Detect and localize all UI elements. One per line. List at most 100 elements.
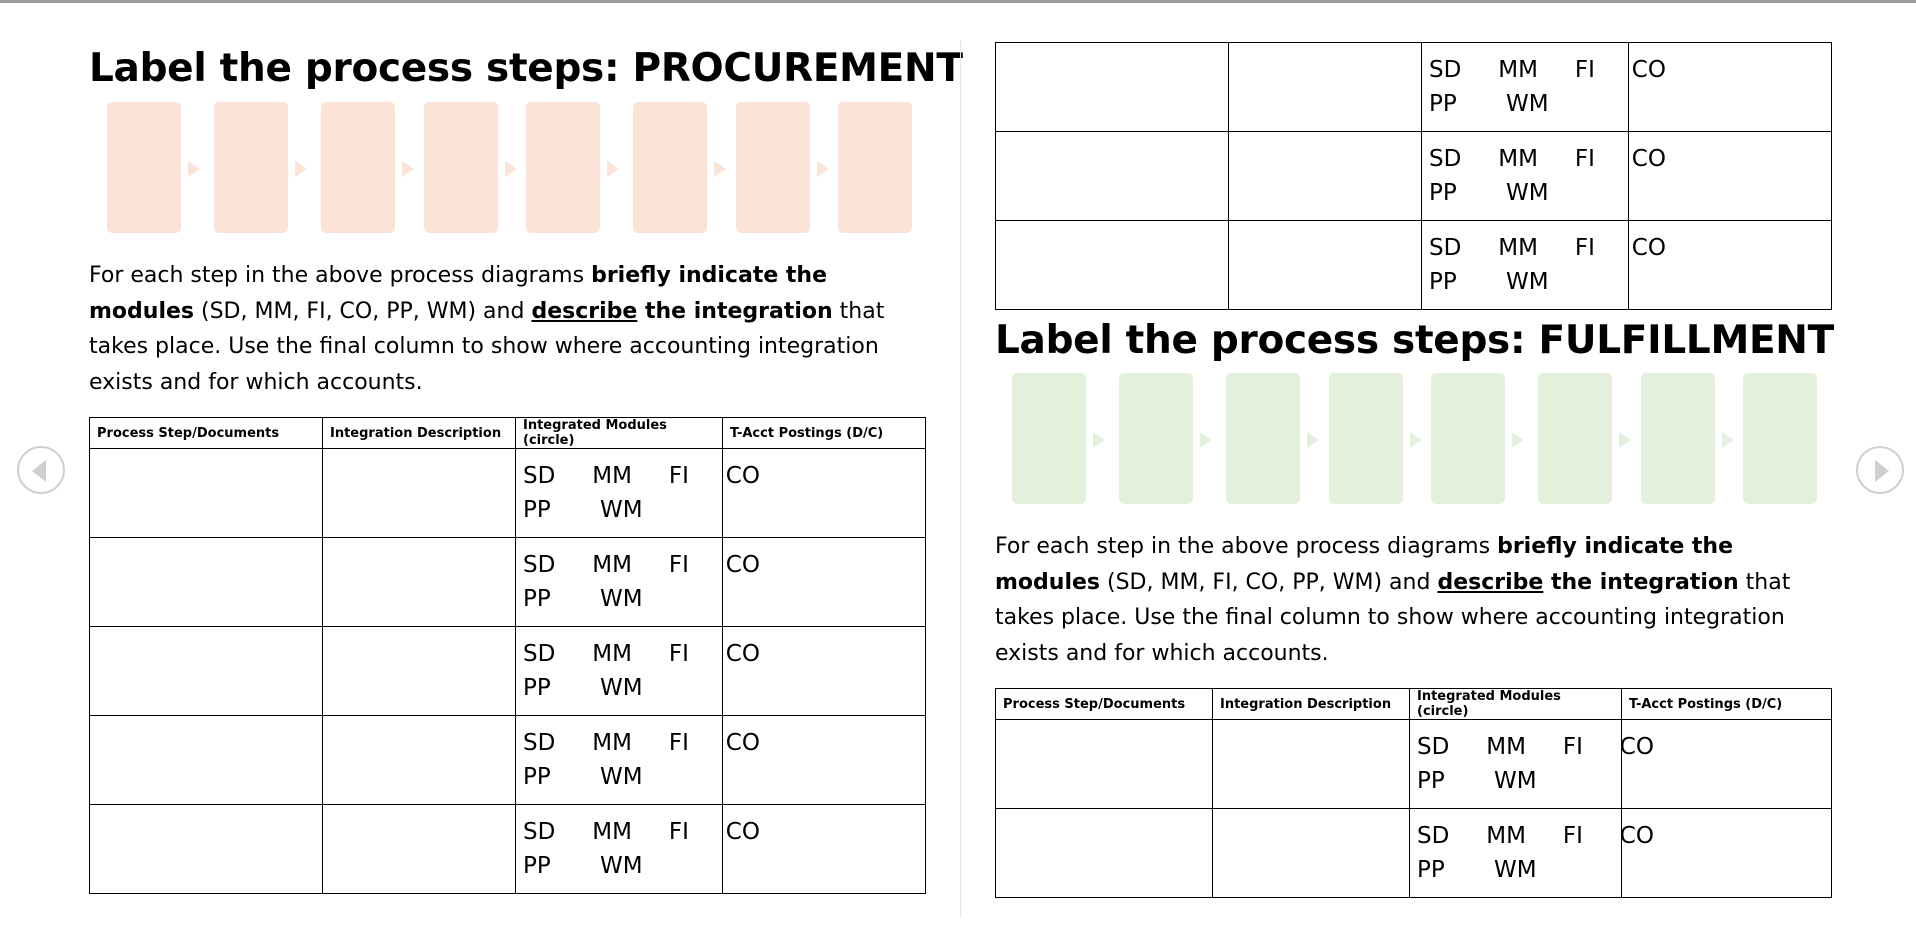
- table-header-row: Process Step/Documents Integration Descr…: [995, 688, 1832, 720]
- col-header-integration-description: Integration Description: [322, 417, 516, 449]
- t-acct-postings-cell[interactable]: [722, 626, 926, 716]
- process-step-cell[interactable]: [89, 537, 323, 627]
- fulfillment-step-box: [1538, 373, 1612, 504]
- col-header-process-step: Process Step/Documents: [995, 688, 1213, 720]
- fulfillment-step-box: [1119, 373, 1193, 504]
- t-acct-postings-cell[interactable]: [1621, 719, 1832, 809]
- process-step-cell[interactable]: [89, 448, 323, 538]
- t-acct-postings-cell[interactable]: [722, 715, 926, 805]
- flow-arrow-icon: [817, 161, 829, 177]
- fulfillment-step-box: [1431, 373, 1505, 504]
- flow-arrow-icon: [1619, 432, 1631, 448]
- col-header-integrated-modules: Integrated Modules (circle): [515, 417, 723, 449]
- t-acct-postings-cell[interactable]: [722, 448, 926, 538]
- flow-arrow-icon: [505, 161, 517, 177]
- fulfillment-step-box: [1226, 373, 1300, 504]
- t-acct-postings-cell[interactable]: [722, 804, 926, 894]
- process-step-cell[interactable]: [89, 626, 323, 716]
- procurement-step-box: [321, 102, 395, 233]
- process-step-cell[interactable]: [995, 42, 1229, 132]
- process-step-cell[interactable]: [89, 804, 323, 894]
- t-acct-postings-cell[interactable]: [1628, 131, 1832, 221]
- col-header-process-step: Process Step/Documents: [89, 417, 323, 449]
- integration-description-cell[interactable]: [322, 448, 516, 538]
- procurement-step-box: [526, 102, 600, 233]
- flow-arrow-icon: [402, 161, 414, 177]
- fulfillment-instructions: For each step in the above process diagr…: [995, 534, 1791, 666]
- chevron-left-icon: [32, 460, 46, 482]
- integration-description-cell[interactable]: [1228, 220, 1422, 310]
- fulfillment-step-box: [1329, 373, 1403, 504]
- flow-arrow-icon: [295, 161, 307, 177]
- fulfillment-step-box: [1743, 373, 1817, 504]
- table-header-row: Process Step/Documents Integration Descr…: [89, 417, 926, 449]
- integration-description-cell[interactable]: [1212, 719, 1410, 809]
- procurement-step-box: [424, 102, 498, 233]
- integration-description-cell[interactable]: [322, 804, 516, 894]
- fulfillment-step-box: [1012, 373, 1086, 504]
- integration-description-cell[interactable]: [1228, 131, 1422, 221]
- flow-arrow-icon: [188, 161, 200, 177]
- t-acct-postings-cell[interactable]: [722, 537, 926, 627]
- process-step-cell[interactable]: [995, 808, 1213, 898]
- flow-arrow-icon: [1093, 432, 1105, 448]
- flow-arrow-icon: [1200, 432, 1212, 448]
- t-acct-postings-cell[interactable]: [1628, 42, 1832, 132]
- process-step-cell[interactable]: [89, 715, 323, 805]
- flow-arrow-icon: [1410, 432, 1422, 448]
- fulfillment-step-box: [1641, 373, 1715, 504]
- integration-description-cell[interactable]: [322, 626, 516, 716]
- fulfillment-title: Label the process steps: FULFILLMENT: [995, 318, 1834, 363]
- flow-arrow-icon: [1307, 432, 1319, 448]
- viewer-top-border: [0, 0, 1916, 3]
- procurement-step-box: [214, 102, 288, 233]
- fulfillment-integration-table: Process Step/Documents Integration Descr…: [995, 688, 1832, 898]
- process-step-cell[interactable]: [995, 220, 1229, 310]
- col-header-integration-description: Integration Description: [1212, 688, 1410, 720]
- t-acct-postings-cell[interactable]: [1628, 220, 1832, 310]
- chevron-right-icon: [1875, 460, 1889, 482]
- previous-page-button[interactable]: [17, 446, 65, 494]
- procurement-title: Label the process steps: PROCUREMENT: [89, 46, 963, 91]
- integration-description-cell[interactable]: [322, 537, 516, 627]
- process-step-cell[interactable]: [995, 131, 1229, 221]
- procurement-step-box: [107, 102, 181, 233]
- t-acct-postings-cell[interactable]: [1621, 808, 1832, 898]
- process-step-cell[interactable]: [995, 719, 1213, 809]
- page-divider: [960, 40, 961, 918]
- integration-description-cell[interactable]: [1212, 808, 1410, 898]
- integration-description-cell[interactable]: [1228, 42, 1422, 132]
- flow-arrow-icon: [714, 161, 726, 177]
- col-header-integrated-modules: Integrated Modules (circle): [1409, 688, 1622, 720]
- integration-description-cell[interactable]: [322, 715, 516, 805]
- fulfillment-process-flow: [995, 373, 1831, 509]
- page-left-procurement: Label the process steps: PROCUREMENT For…: [89, 40, 963, 894]
- flow-arrow-icon: [607, 161, 619, 177]
- next-page-button[interactable]: [1856, 446, 1904, 494]
- flow-arrow-icon: [1722, 432, 1734, 448]
- procurement-process-flow: [89, 102, 925, 238]
- procurement-step-box: [736, 102, 810, 233]
- procurement-step-box: [633, 102, 707, 233]
